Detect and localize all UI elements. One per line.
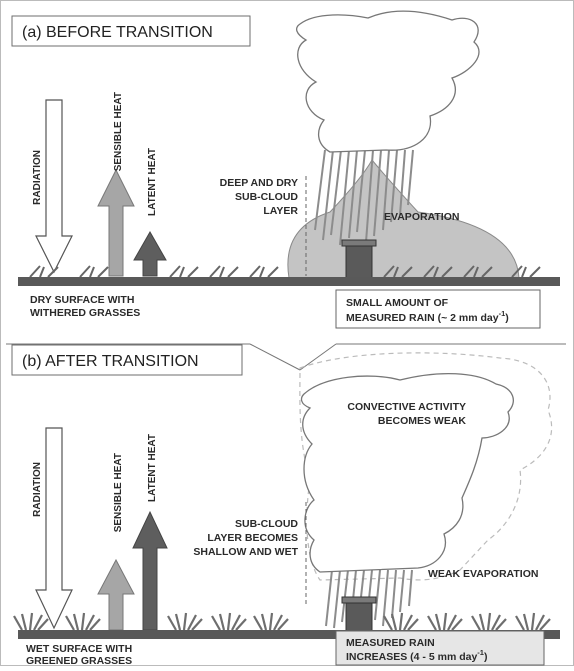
- svg-text:LAYER BECOMES: LAYER BECOMES: [207, 532, 298, 544]
- panel-b-title-box: [11, 344, 243, 376]
- rain-amount-line1: SMALL AMOUNT OF: [346, 297, 449, 309]
- withered-grass: [29, 265, 541, 278]
- svg-text:WITHERED GRASSES: WITHERED GRASSES: [30, 307, 140, 319]
- subcloud-label: SUB-CLOUD LAYER BECOMES SHALLOW AND WET: [193, 518, 298, 558]
- radiation-label: RADIATION: [32, 150, 43, 205]
- latent-heat-arrow-icon: [133, 230, 167, 277]
- radiation-arrow-icon: [35, 427, 73, 630]
- svg-text:WET SURFACE WITH: WET SURFACE WITH: [26, 643, 132, 655]
- evaporation-label: EVAPORATION: [384, 211, 459, 223]
- previous-cloud-outline: [299, 352, 553, 581]
- rain-amount-line2: INCREASES (4 - 5 mm day-1): [346, 648, 487, 663]
- ground-surface: [18, 277, 560, 286]
- panel-b-title: (b) AFTER TRANSITION: [22, 353, 199, 370]
- svg-text:LAYER: LAYER: [263, 205, 298, 217]
- evaporation-label: WEAK EVAPORATION: [428, 568, 538, 580]
- convective-cloud: [300, 372, 514, 573]
- svg-text:CONVECTIVE ACTIVITY: CONVECTIVE ACTIVITY: [347, 401, 466, 413]
- latent-heat-label: LATENT HEAT: [147, 434, 158, 502]
- sensible-heat-label: SENSIBLE HEAT: [113, 92, 124, 171]
- rain-amount-box: [335, 630, 545, 666]
- svg-text:SUB-CLOUD: SUB-CLOUD: [235, 518, 298, 530]
- svg-text:DRY SURFACE WITH: DRY SURFACE WITH: [30, 294, 134, 306]
- svg-text:GREENED GRASSES: GREENED GRASSES: [26, 655, 132, 666]
- radiation-label: RADIATION: [32, 462, 43, 517]
- latent-heat-arrow-icon: [132, 510, 168, 631]
- rain-gauge-icon: [341, 239, 377, 279]
- panel-a-title-box: [11, 15, 251, 47]
- svg-text:SUB-CLOUD: SUB-CLOUD: [235, 191, 298, 203]
- panel-after-transition: (b) AFTER TRANSITION CONVECTIVE ACTIVITY…: [11, 344, 560, 667]
- convective-cloud: [295, 10, 480, 153]
- rain-amount-box: [335, 289, 541, 329]
- transition-callout-lines: [6, 343, 566, 371]
- svg-text:SHALLOW AND WET: SHALLOW AND WET: [193, 546, 298, 558]
- surface-label: WET SURFACE WITH GREENED GRASSES: [26, 643, 132, 667]
- svg-text:DEEP AND DRY: DEEP AND DRY: [220, 177, 298, 189]
- sensible-heat-arrow-icon: [97, 168, 135, 277]
- svg-text:BECOMES WEAK: BECOMES WEAK: [378, 415, 467, 427]
- subcloud-label: DEEP AND DRY SUB-CLOUD LAYER: [220, 177, 299, 217]
- panel-before-transition: (a) BEFORE TRANSITION DEEP AND DRY SUB-C…: [11, 10, 560, 329]
- surface-label: DRY SURFACE WITH WITHERED GRASSES: [30, 294, 140, 319]
- radiation-arrow-icon: [35, 99, 73, 274]
- rain-amount-line2: MEASURED RAIN (~ 2 mm day-1): [346, 309, 509, 324]
- panel-a-title: (a) BEFORE TRANSITION: [22, 24, 213, 41]
- rain-amount-line1: MEASURED RAIN: [346, 637, 435, 649]
- greened-grass: [13, 612, 551, 631]
- sensible-heat-arrow-icon: [97, 558, 135, 631]
- latent-heat-label: LATENT HEAT: [147, 148, 158, 216]
- rain-streaks: [314, 149, 414, 246]
- ground-surface: [18, 630, 560, 639]
- convective-activity-label: CONVECTIVE ACTIVITY BECOMES WEAK: [347, 401, 466, 427]
- rain-gauge-icon: [341, 596, 377, 635]
- sensible-heat-label: SENSIBLE HEAT: [113, 453, 124, 532]
